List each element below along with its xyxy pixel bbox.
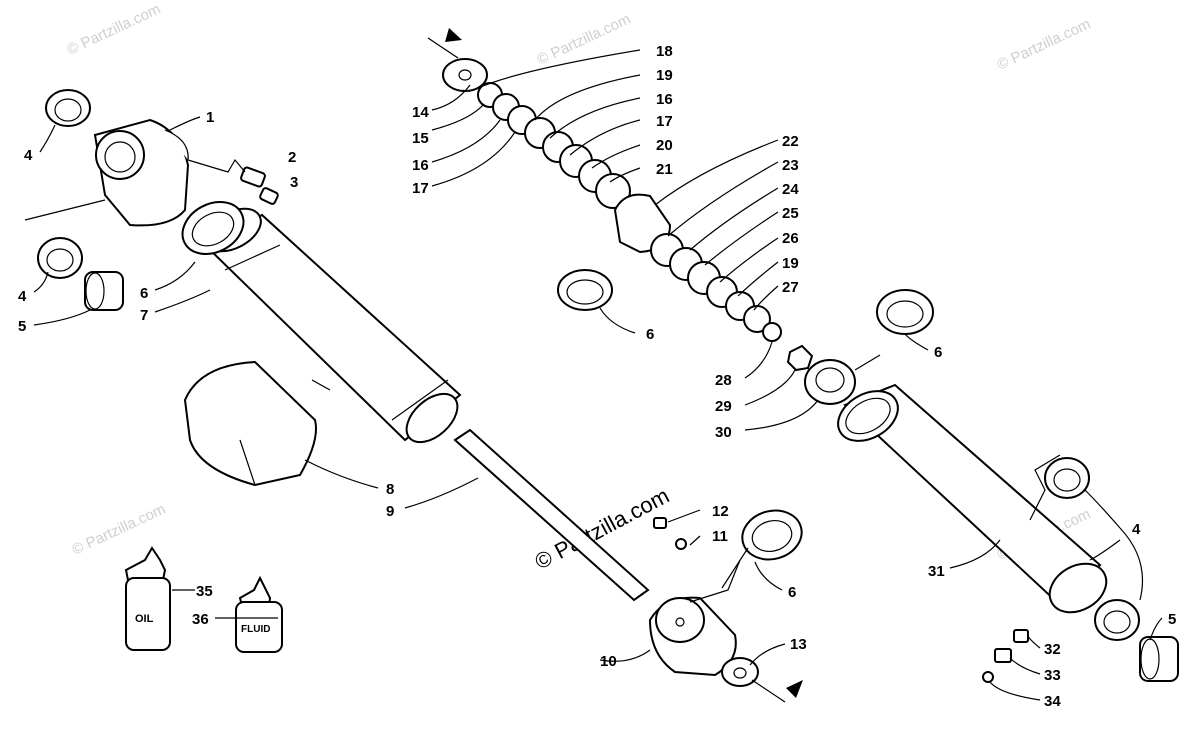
shaft-9 <box>453 428 650 602</box>
fitting-32 <box>1013 629 1029 643</box>
bushing-4-right-top <box>1044 457 1090 499</box>
callout-4: 4 <box>1132 521 1141 538</box>
callout-9: 9 <box>386 503 394 520</box>
callout-31: 31 <box>928 563 945 580</box>
direction-arrow-bottom <box>751 679 803 703</box>
callout-16: 16 <box>412 157 429 174</box>
leader-lines <box>24 49 1163 701</box>
callout-6: 6 <box>934 344 942 361</box>
callout-11: 11 <box>712 528 728 545</box>
bushing-4-lower <box>37 237 83 279</box>
direction-arrow-top <box>427 28 462 59</box>
valve-core-3 <box>259 187 279 205</box>
callout-23: 23 <box>782 157 799 174</box>
valve-33 <box>994 648 1012 663</box>
callout-17: 17 <box>656 113 673 130</box>
callout-26: 26 <box>782 230 799 247</box>
callout-17: 17 <box>412 180 429 197</box>
callout-5: 5 <box>18 318 26 335</box>
callout-36: 36 <box>192 611 209 628</box>
seal-ring-6 <box>181 201 245 255</box>
callout-27: 27 <box>782 279 799 296</box>
cap-12 <box>653 517 667 529</box>
callout-6: 6 <box>140 285 148 302</box>
callout-3: 3 <box>290 174 298 191</box>
callout-34: 34 <box>1044 693 1061 710</box>
callout-22: 22 <box>782 133 799 150</box>
callout-13: 13 <box>790 636 807 653</box>
callout-labels: 1 2 3 4 4 5 6 7 8 9 10 11 12 13 14 15 16… <box>18 43 1176 710</box>
callout-24: 24 <box>782 181 799 198</box>
callout-16: 16 <box>656 91 673 108</box>
callout-28: 28 <box>715 372 732 389</box>
fluid-label: FLUID <box>241 624 270 635</box>
washer-13 <box>721 657 759 687</box>
callout-20: 20 <box>656 137 673 154</box>
callout-18: 18 <box>656 43 673 60</box>
bearing-cap-30 <box>804 359 856 405</box>
spacer-5 <box>84 271 124 311</box>
callout-21: 21 <box>656 161 673 178</box>
callout-30: 30 <box>715 424 732 441</box>
callout-15: 15 <box>412 130 429 147</box>
callout-29: 29 <box>715 398 732 415</box>
watermark: © Partzilla.com <box>995 16 1094 74</box>
callout-8: 8 <box>386 481 394 498</box>
callout-7: 7 <box>140 307 148 324</box>
eyelet-body-1 <box>93 118 190 227</box>
callout-32: 32 <box>1044 641 1061 658</box>
watermark: © Partzilla.com <box>65 1 164 59</box>
callout-33: 33 <box>1044 667 1061 684</box>
callout-6: 6 <box>646 326 654 343</box>
bushing-4-top <box>45 89 91 127</box>
spacer-5-right <box>1139 636 1179 682</box>
shim-stack <box>442 58 782 342</box>
cover-8 <box>183 360 317 487</box>
bushing-4-right-lower <box>1094 599 1140 641</box>
callout-35: 35 <box>196 583 213 600</box>
callout-10: 10 <box>600 653 617 670</box>
callout-25: 25 <box>782 205 799 222</box>
seal-ring-6-mid <box>557 269 613 311</box>
callout-12: 12 <box>712 503 729 520</box>
seal-ring-6-right <box>876 289 934 335</box>
ball-11 <box>675 538 687 550</box>
seal-ring-6-lower <box>741 509 803 561</box>
fluid-bottle-36: FLUID <box>235 575 283 653</box>
callout-2: 2 <box>288 149 296 166</box>
piston-10 <box>648 596 737 677</box>
valve-fitting-2 <box>240 166 266 188</box>
callout-1: 1 <box>206 109 214 126</box>
callout-14: 14 <box>412 104 429 121</box>
nut-28 <box>786 344 814 372</box>
callout-19: 19 <box>782 255 799 272</box>
callout-5: 5 <box>1168 611 1176 628</box>
callout-4: 4 <box>24 147 33 164</box>
callout-6: 6 <box>788 584 796 601</box>
oil-label: OIL <box>135 613 154 625</box>
callout-4: 4 <box>18 288 27 305</box>
ball-34 <box>982 671 994 683</box>
reservoir-31 <box>837 383 1108 614</box>
callout-19: 19 <box>656 67 673 84</box>
oil-bottle-35: OIL <box>124 546 171 651</box>
